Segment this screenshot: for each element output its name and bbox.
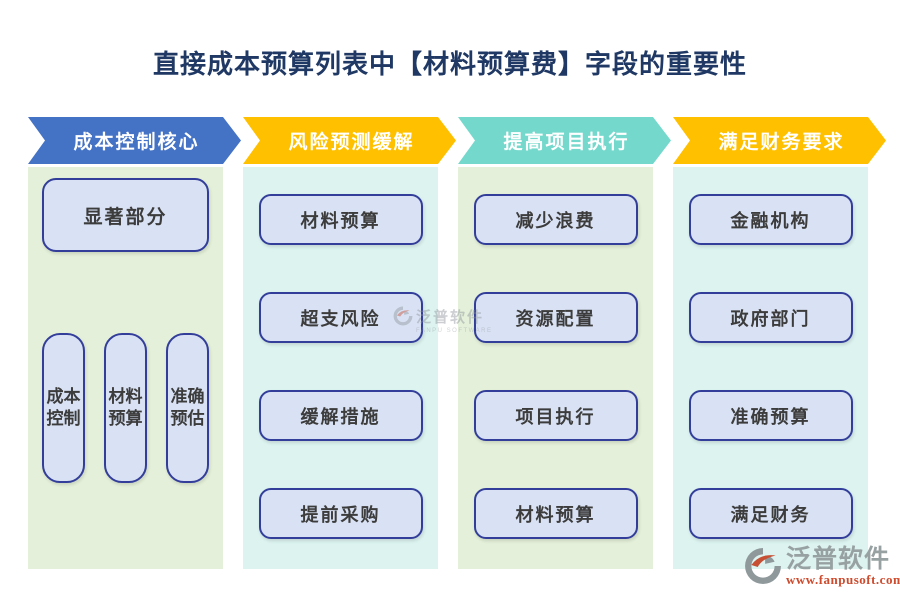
diagram-box: 显著部分 <box>42 178 209 252</box>
diagram-box: 减少浪费 <box>473 194 638 245</box>
pill-label-line: 预算 <box>108 409 143 428</box>
pill-label-line: 预估 <box>170 409 205 428</box>
watermark-brand: 泛普软件 <box>416 309 485 326</box>
diagram-box: 政府部门 <box>688 292 853 343</box>
diagram-pill: 准确 预估 <box>166 333 209 483</box>
diagram-box-label: 资源配置 <box>515 308 596 329</box>
column-risk-mitigation: 风险预测缓解 材料预算 超支风险 缓解措施 提前采购 <box>243 117 456 569</box>
diagram-box: 满足财务 <box>688 488 853 539</box>
column-header-chevron: 风险预测缓解 <box>243 117 456 164</box>
pill-label-line: 材料 <box>108 386 143 406</box>
column-header-label: 提高项目执行 <box>503 132 630 153</box>
diagram-box-label: 材料预算 <box>515 504 596 525</box>
diagram-box-label: 提前采购 <box>300 504 381 525</box>
diagram-box-label: 满足财务 <box>730 504 811 525</box>
center-watermark: 泛普软件 FANPU SOFTWARE <box>393 306 492 334</box>
pill-label-line: 成本 <box>46 386 81 406</box>
column-project-execution: 提高项目执行 减少浪费 资源配置 项目执行 材料预算 <box>458 117 671 569</box>
fanpu-logo-icon <box>393 306 413 331</box>
column-header-label: 满足财务要求 <box>718 132 845 153</box>
diagram-pill: 成本 控制 <box>42 333 85 483</box>
watermark-subtext: FANPU SOFTWARE <box>416 328 493 334</box>
column-body: 金融机构 政府部门 准确预算 满足财务 <box>673 167 868 569</box>
diagram-box-label: 超支风险 <box>300 308 381 329</box>
diagram-box: 缓解措施 <box>258 390 423 441</box>
diagram-box-label: 缓解措施 <box>300 406 381 427</box>
diagram-box: 材料预算 <box>258 194 423 245</box>
column-body: 显著部分 成本 控制 材料 预算 准确 预估 <box>28 167 223 569</box>
page-title: 直接成本预算列表中【材料预算费】字段的重要性 <box>152 49 747 79</box>
column-body: 减少浪费 资源配置 项目执行 材料预算 <box>458 167 653 569</box>
column-header-label: 成本控制核心 <box>73 132 200 153</box>
brand-url: www.fanpusoft.com <box>786 572 900 587</box>
diagram-box-label: 准确预算 <box>730 406 811 427</box>
pill-label-line: 控制 <box>46 409 81 428</box>
diagram-pill: 材料 预算 <box>104 333 147 483</box>
column-header-chevron: 提高项目执行 <box>458 117 671 164</box>
diagram-box-label: 项目执行 <box>515 406 596 427</box>
column-header-chevron: 满足财务要求 <box>673 117 886 164</box>
diagram-box-label: 政府部门 <box>730 308 811 329</box>
column-header-label: 风险预测缓解 <box>288 132 415 153</box>
column-cost-control: 成本控制核心 显著部分 成本 控制 材料 预算 准确 预估 <box>28 117 241 569</box>
column-body: 材料预算 超支风险 缓解措施 提前采购 <box>243 167 438 569</box>
diagram-box-label: 减少浪费 <box>515 210 596 231</box>
diagram-box: 项目执行 <box>473 390 638 441</box>
diagram-box-label: 显著部分 <box>83 206 168 228</box>
column-financial-requirements: 满足财务要求 金融机构 政府部门 准确预算 满足财务 <box>673 117 886 569</box>
footer-brand-logo: 泛普软件 www.fanpusoft.com <box>744 545 900 590</box>
pill-label-line: 准确 <box>170 386 205 406</box>
diagram-box-label: 材料预算 <box>300 210 381 231</box>
diagram-box: 准确预算 <box>688 390 853 441</box>
column-header-chevron: 成本控制核心 <box>28 117 241 164</box>
diagram-box: 提前采购 <box>258 488 423 539</box>
pill-row: 成本 控制 材料 预算 准确 预估 <box>28 333 223 483</box>
diagram-box-label: 金融机构 <box>730 210 811 231</box>
diagram-box: 超支风险 <box>258 292 423 343</box>
fanpu-logo-icon <box>744 547 782 590</box>
diagram-box: 资源配置 <box>473 292 638 343</box>
brand-name: 泛普软件 <box>786 545 891 573</box>
diagram-box: 金融机构 <box>688 194 853 245</box>
diagram-box: 材料预算 <box>473 488 638 539</box>
